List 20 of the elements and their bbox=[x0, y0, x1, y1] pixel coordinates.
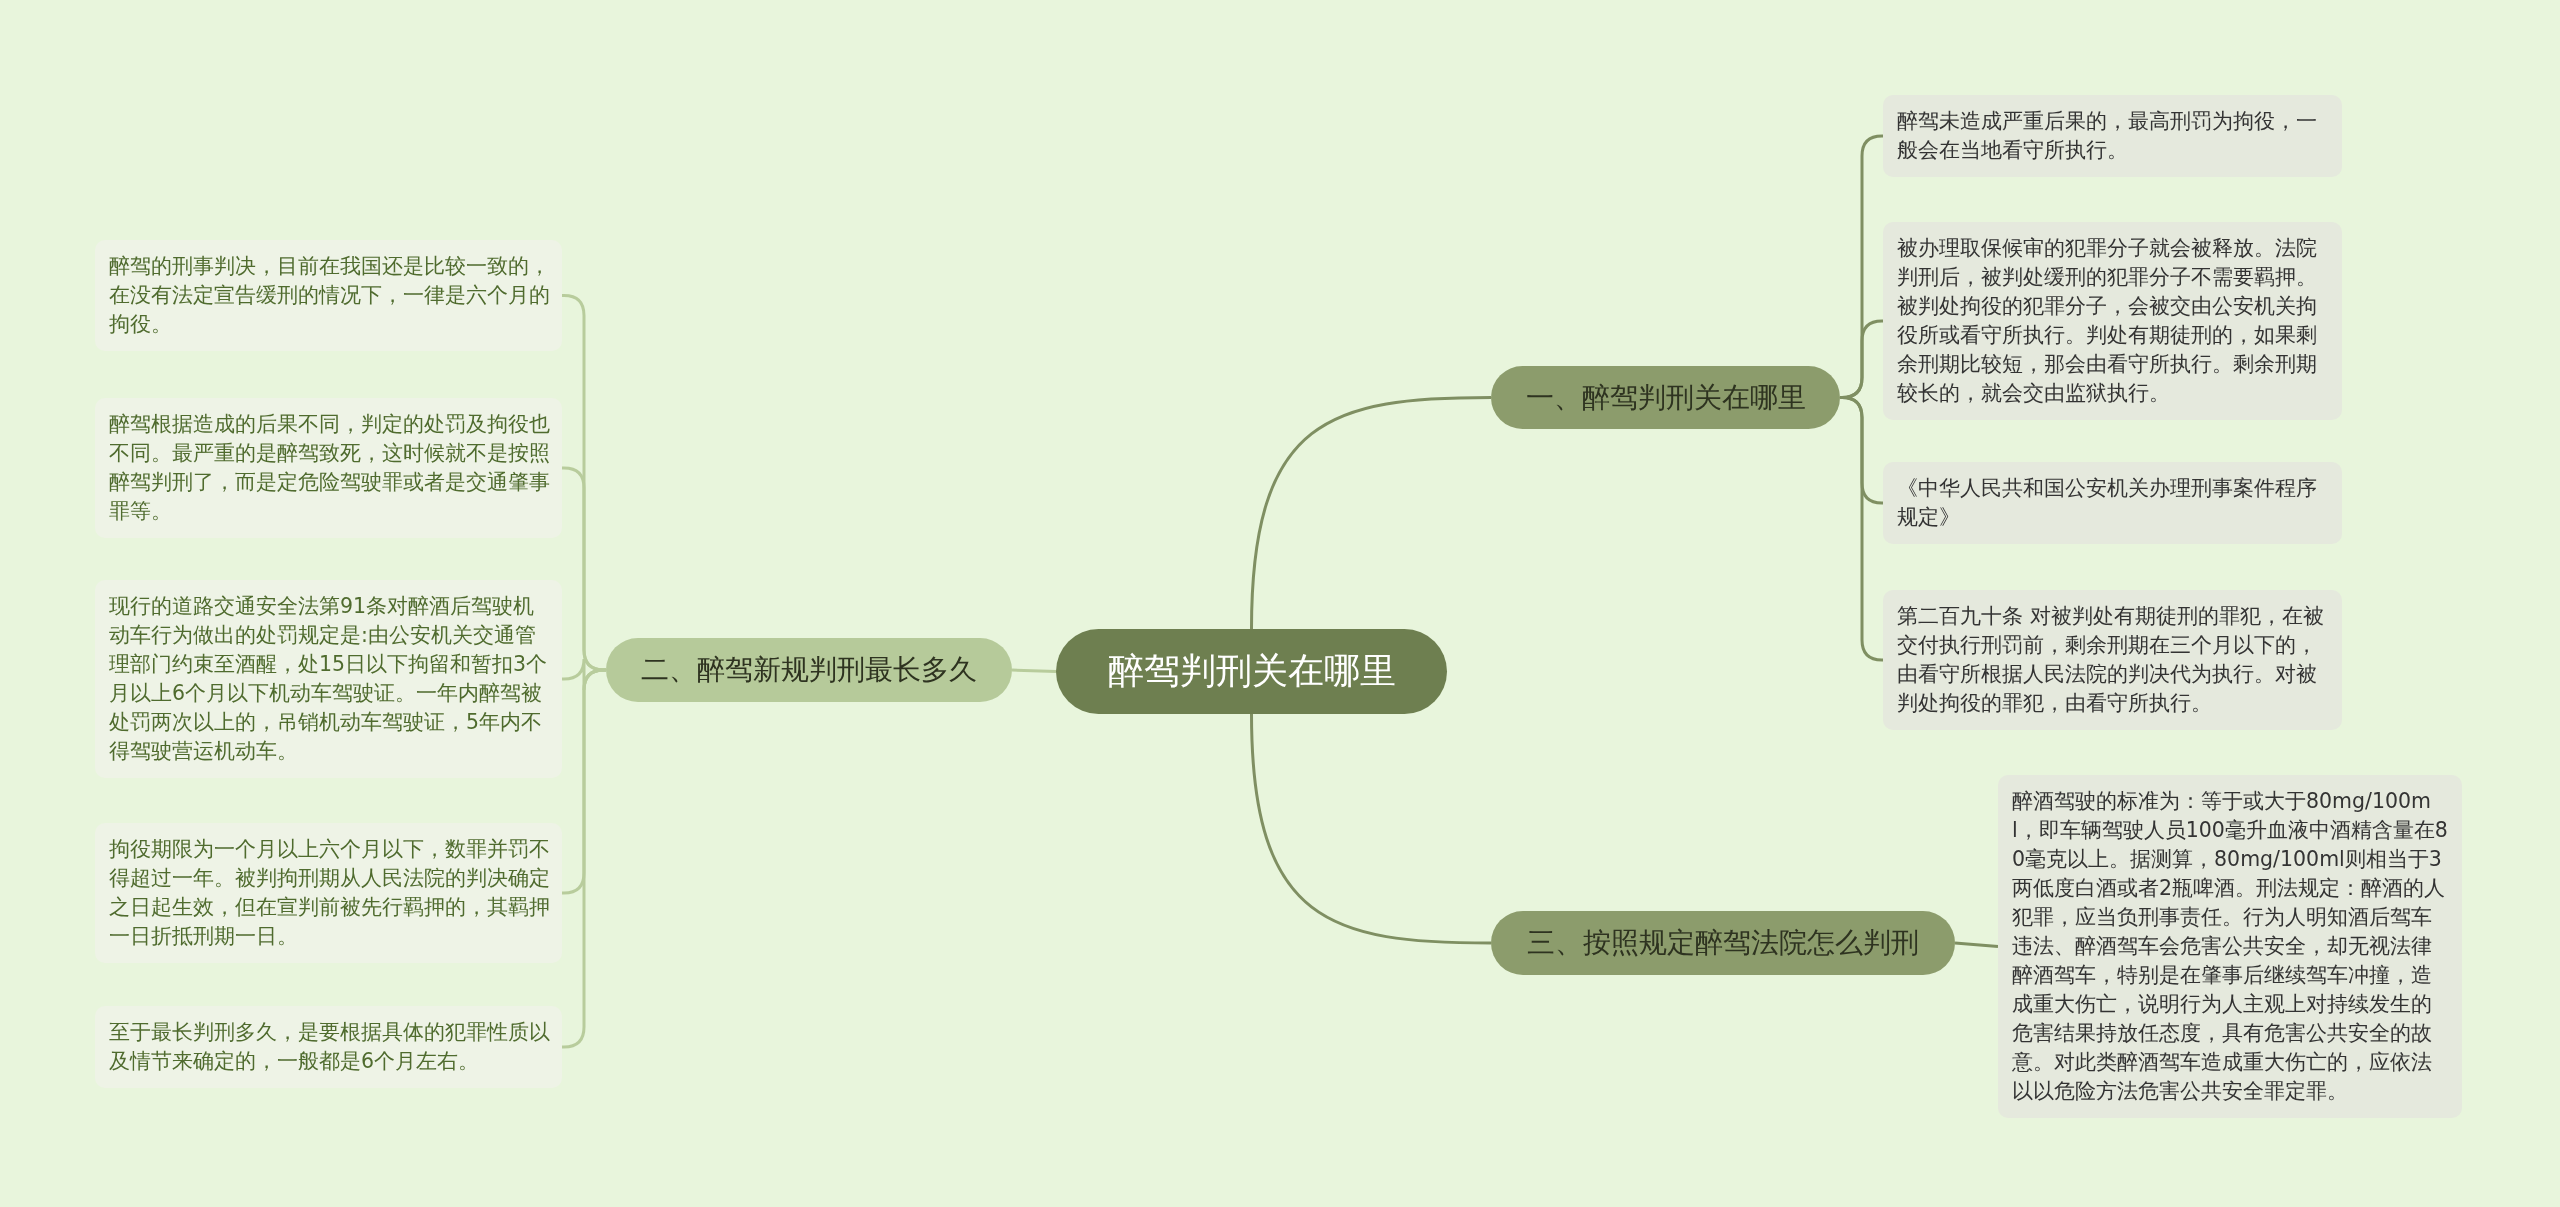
note-box: 至于最长判刑多久，是要根据具体的犯罪性质以及情节来确定的，一般都是6个月左右。 bbox=[95, 1006, 562, 1088]
subtopic-box: 一、醉驾判刑关在哪里 bbox=[1491, 366, 1840, 429]
note-box: 拘役期限为一个月以上六个月以下，数罪并罚不得超过一年。被判拘刑期从人民法院的判决确定之日起生效，但在宣判前被先行羁押的，其羁押一日折抵刑期一日。 bbox=[95, 823, 562, 963]
note-box: 醉驾的刑事判决，目前在我国还是比较一致的，在没有法定宣告缓刑的情况下，一律是六个月的拘役。 bbox=[95, 240, 562, 351]
connector bbox=[561, 668, 607, 1049]
note-box: 被办理取保候审的犯罪分子就会被释放。法院判刑后，被判处缓刑的犯罪分子不需要羁押。被判处拘役的犯罪分子，会被交由公安机关拘役所或看守所执行。判处有期徒刑的，如果剩余刑期比较短，那会由看守所执行。剩余刑期较长的，就会交由监狱执行。 bbox=[1883, 222, 2342, 420]
connector bbox=[1954, 941, 1999, 948]
note-box: 现行的道路交通安全法第91条对醉酒后驾驶机动车行为做出的处罚规定是:由公安机关交通管理部门约束至酒醒，处15日以下拘留和暂扣3个月以上6个月以下机动车驾驶证。一年内醉驾被处罚两次以上的，吊销机动车驾驶证，5年内不得驾驶营运机动车。 bbox=[95, 580, 562, 778]
note-box: 《中华人民共和国公安机关办理刑事案件程序规定》 bbox=[1883, 462, 2342, 544]
connector bbox=[1250, 713, 1492, 945]
central-topic-box: 醉驾判刑关在哪里 bbox=[1056, 629, 1447, 714]
note-box: 醉酒驾驶的标准为：等于或大于80mg/100ml，即车辆驾驶人员100毫升血液中酒精含量在80毫克以上。据测算，80mg/100ml则相当于3两低度白酒或者2瓶啤酒。刑法规定：醉酒的人犯罪，应当负刑事责任。行为人明知酒后驾车违法、醉酒驾车会危害公共安全，却无视法律醉酒驾车，特别是在肇事后继续驾车冲撞，造成重大伤亡，说明行为人主观上对持续发生的危害结果持放任态度，具有危害公共安全的故意。对此类醉酒驾车造成重大伤亡的，应依法以以危险方法危害公共安全罪定罪。 bbox=[1998, 775, 2462, 1118]
connector bbox=[562, 466, 606, 672]
subtopic-box: 二、醉驾新规判刑最长多久 bbox=[606, 638, 1012, 702]
connector bbox=[1250, 396, 1492, 630]
subtopic-box: 三、按照规定醉驾法院怎么判刑 bbox=[1491, 911, 1955, 975]
note-box: 醉驾未造成严重后果的，最高刑罚为拘役，一般会在当地看守所执行。 bbox=[1883, 95, 2342, 177]
connector bbox=[1011, 668, 1057, 673]
note-box: 第二百九十条 对被判处有期徒刑的罪犯，在被交付执行刑罚前，剩余刑期在三个月以下的，由看守所根据人民法院的判决代为执行。对被判处拘役的罪犯，由看守所执行。 bbox=[1883, 590, 2342, 730]
note-box: 醉驾根据造成的后果不同，判定的处罚及拘役也不同。最严重的是醉驾致死，这时候就不是按照醉驾判刑了，而是定危险驾驶罪或者是交通肇事罪等。 bbox=[95, 398, 562, 538]
